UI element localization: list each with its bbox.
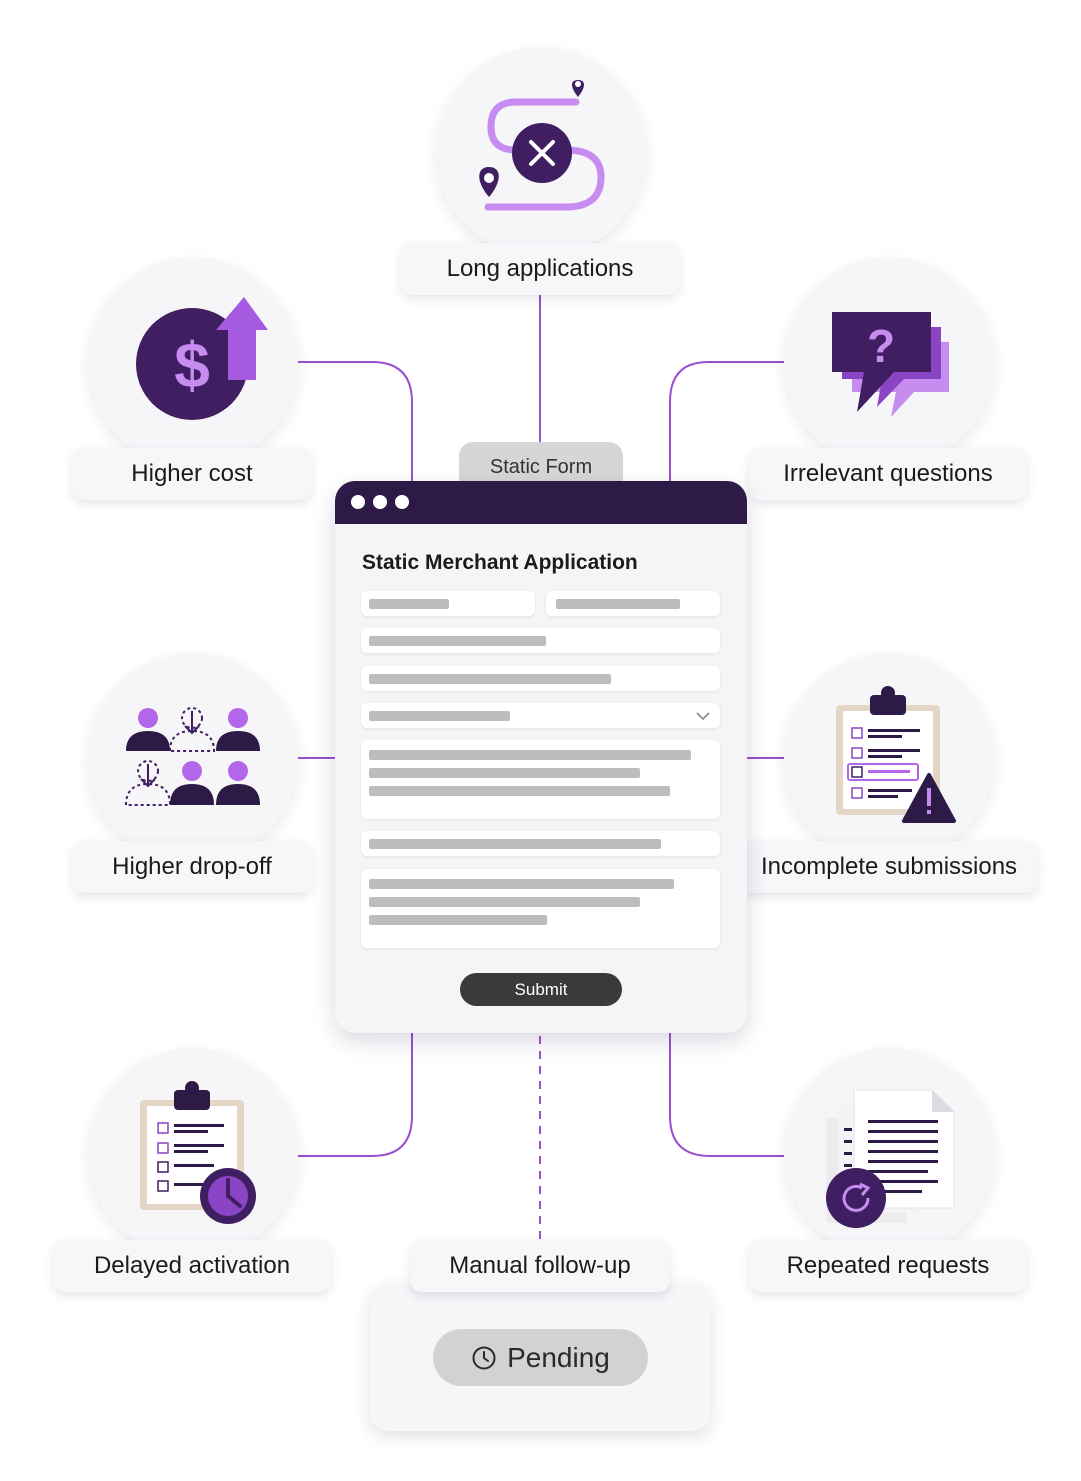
higher-cost-label: Higher cost xyxy=(72,448,312,500)
higher-cost-circle: $ xyxy=(88,257,298,467)
form-select[interactable] xyxy=(361,703,720,728)
incomplete-submissions-label: Incomplete submissions xyxy=(740,841,1038,893)
long-applications-label: Long applications xyxy=(400,243,680,295)
form-field[interactable] xyxy=(361,591,535,616)
people-dropoff-icon xyxy=(124,707,260,806)
question-chat-bubbles-icon: ? xyxy=(832,312,949,417)
clipboard-clock-icon xyxy=(140,1081,256,1224)
svg-text:$: $ xyxy=(174,329,210,401)
window-dot xyxy=(351,495,365,509)
static-form-window: Static Merchant Application Submit xyxy=(335,481,747,1033)
form-field[interactable] xyxy=(361,666,720,691)
form-textarea[interactable] xyxy=(361,740,720,819)
delayed-activation-label: Delayed activation xyxy=(53,1240,331,1292)
form-textarea[interactable] xyxy=(361,869,720,948)
form-field[interactable] xyxy=(361,831,720,856)
delayed-activation-circle xyxy=(88,1048,298,1258)
long-applications-circle xyxy=(436,47,646,257)
winding-path-x-icon xyxy=(479,80,605,211)
dollar-arrow-up-icon: $ xyxy=(136,297,268,420)
pending-badge: Pending xyxy=(433,1329,648,1386)
window-titlebar xyxy=(335,481,747,524)
manual-followup-label: Manual follow-up xyxy=(410,1240,670,1292)
pending-card: Pending xyxy=(370,1283,711,1431)
repeated-requests-circle xyxy=(784,1048,994,1258)
incomplete-submissions-circle xyxy=(784,653,994,863)
clock-icon xyxy=(472,1346,496,1369)
submit-button[interactable]: Submit xyxy=(460,973,622,1006)
pending-text: Pending xyxy=(507,1341,610,1373)
chevron-down-icon xyxy=(696,712,710,721)
form-title: Static Merchant Application xyxy=(362,551,638,574)
window-dot xyxy=(395,495,409,509)
irrelevant-questions-label: Irrelevant questions xyxy=(749,448,1027,500)
higher-dropoff-label: Higher drop-off xyxy=(72,841,312,893)
documents-refresh-icon xyxy=(826,1089,955,1228)
window-dot xyxy=(373,495,387,509)
svg-text:?: ? xyxy=(867,320,895,372)
clipboard-warning-icon xyxy=(836,686,956,823)
form-field[interactable] xyxy=(546,591,720,616)
irrelevant-questions-circle: ? xyxy=(784,257,994,467)
form-field[interactable] xyxy=(361,628,720,653)
higher-dropoff-circle xyxy=(88,653,298,863)
repeated-requests-label: Repeated requests xyxy=(749,1240,1027,1292)
